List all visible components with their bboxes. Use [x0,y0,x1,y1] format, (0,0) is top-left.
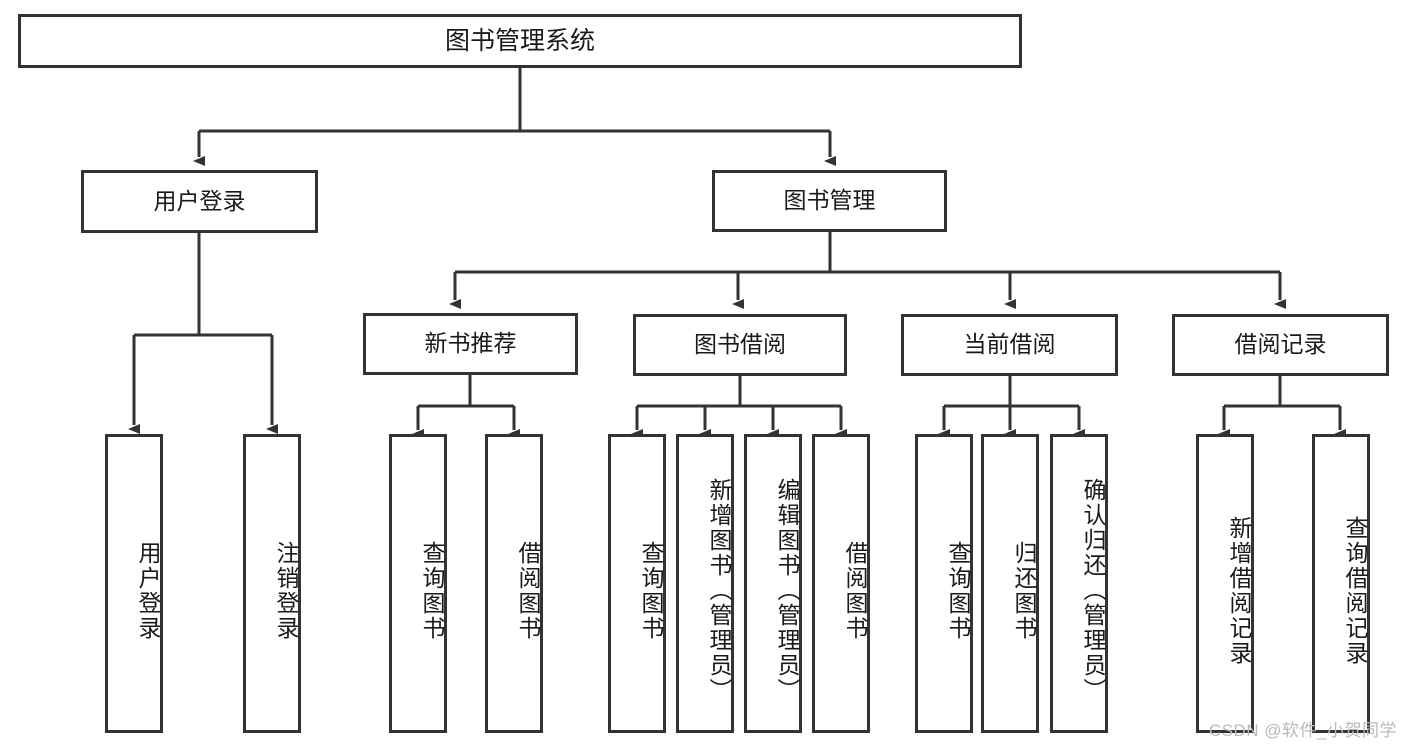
node-book-borrow[interactable]: 图书借阅 [633,314,847,376]
node-leaf-borrow-book-1-label: 借阅图书 [515,540,541,641]
node-book-borrow-label: 图书借阅 [694,331,786,358]
node-user-login-label: 用户登录 [153,187,246,214]
node-borrow-record-label: 借阅记录 [1234,331,1327,358]
node-leaf-logout-label: 注销登录 [273,540,299,641]
node-leaf-add-book[interactable]: 新增图书（管理员） [676,434,734,733]
node-borrow-record[interactable]: 借阅记录 [1172,314,1389,376]
node-root[interactable]: 图书管理系统 [18,14,1022,68]
node-leaf-user-login-label: 用户登录 [135,540,161,641]
node-leaf-borrow-book-1[interactable]: 借阅图书 [485,434,543,733]
node-leaf-add-book-label: 新增图书（管理员） [706,478,732,703]
node-book-management-label: 图书管理 [783,187,876,214]
node-leaf-query-book-3-label: 查询图书 [945,540,971,641]
node-leaf-logout[interactable]: 注销登录 [243,434,301,733]
node-leaf-query-book-1-label: 查询图书 [419,540,445,641]
node-leaf-query-record-label: 查询借阅记录 [1342,515,1368,666]
node-leaf-return-book-label: 归还图书 [1011,540,1037,641]
node-leaf-user-login[interactable]: 用户登录 [105,434,163,733]
node-leaf-return-book[interactable]: 归还图书 [981,434,1039,733]
node-leaf-query-book-2-label: 查询图书 [638,540,664,641]
node-current-borrow[interactable]: 当前借阅 [901,314,1118,376]
node-leaf-edit-book-label: 编辑图书（管理员） [774,478,800,703]
node-user-login[interactable]: 用户登录 [81,170,318,233]
node-leaf-query-book-1[interactable]: 查询图书 [389,434,447,733]
node-leaf-add-record[interactable]: 新增借阅记录 [1196,434,1254,733]
node-leaf-confirm-return-label: 确认归还（管理员） [1080,478,1106,703]
node-leaf-add-record-label: 新增借阅记录 [1226,515,1252,666]
watermark-text: CSDN @软件_小贺同学 [1208,721,1397,740]
node-book-management[interactable]: 图书管理 [712,170,947,232]
node-leaf-query-book-3[interactable]: 查询图书 [915,434,973,733]
node-leaf-query-record[interactable]: 查询借阅记录 [1312,434,1370,733]
node-new-book-recommend[interactable]: 新书推荐 [363,313,578,375]
node-new-book-recommend-label: 新书推荐 [424,330,517,357]
node-leaf-borrow-book-2[interactable]: 借阅图书 [812,434,870,733]
node-leaf-query-book-2[interactable]: 查询图书 [608,434,666,733]
node-root-label: 图书管理系统 [444,27,595,55]
node-leaf-borrow-book-2-label: 借阅图书 [842,540,868,641]
node-leaf-edit-book[interactable]: 编辑图书（管理员） [744,434,802,733]
node-current-borrow-label: 当前借阅 [963,331,1056,358]
node-leaf-confirm-return[interactable]: 确认归还（管理员） [1050,434,1108,733]
